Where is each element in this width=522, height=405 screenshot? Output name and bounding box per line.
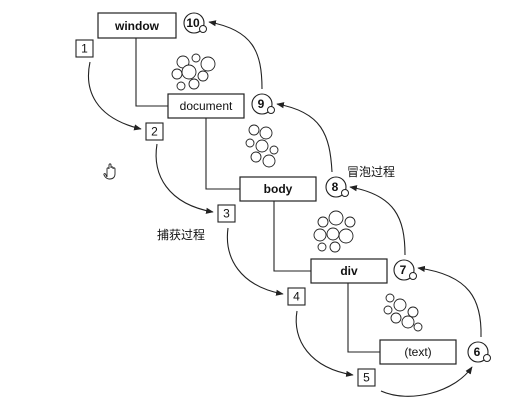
bubble-step-8: 8 xyxy=(325,176,349,198)
svg-text:9: 9 xyxy=(258,97,265,111)
bubble-cluster-3 xyxy=(313,210,356,253)
bubble-cluster-2 xyxy=(245,124,279,168)
dom-node-div: div xyxy=(310,258,388,284)
svg-text:4: 4 xyxy=(293,290,300,304)
capture-flow-arrows xyxy=(87,61,473,397)
capture-step-3: 3 xyxy=(217,204,236,223)
bubble-step-6: 6 xyxy=(467,341,491,363)
svg-text:2: 2 xyxy=(151,125,158,139)
bubble-cluster-4 xyxy=(383,293,423,332)
capture-step-2: 2 xyxy=(145,122,164,141)
bubble-step-9: 9 xyxy=(251,93,275,115)
capture-step-4: 4 xyxy=(287,287,306,306)
svg-text:5: 5 xyxy=(363,371,370,385)
hand-cursor-icon xyxy=(103,163,116,180)
dom-node-window: window xyxy=(97,12,177,39)
svg-text:1: 1 xyxy=(81,42,88,56)
svg-text:body: body xyxy=(264,182,293,196)
svg-text:window: window xyxy=(114,19,160,33)
svg-text:8: 8 xyxy=(332,180,339,194)
bubble-step-10: 10 xyxy=(183,12,207,34)
svg-text:7: 7 xyxy=(400,263,407,277)
dom-node-text: (text) xyxy=(379,339,457,365)
dom-node-body: body xyxy=(239,176,317,202)
dom-tree-connectors xyxy=(135,38,380,353)
bubble-cluster-1 xyxy=(171,53,216,91)
bubble-step-7: 7 xyxy=(393,259,417,281)
capture-step-1: 1 xyxy=(75,39,94,58)
dom-node-document: document xyxy=(167,93,245,119)
svg-text:3: 3 xyxy=(223,207,230,221)
svg-text:10: 10 xyxy=(186,16,200,30)
bubble-flow-arrows xyxy=(208,20,482,338)
svg-text:(text): (text) xyxy=(404,345,431,359)
capture-phase-label: 捕获过程 xyxy=(157,227,205,242)
svg-text:document: document xyxy=(180,99,233,113)
capture-step-5: 5 xyxy=(357,368,376,387)
svg-text:6: 6 xyxy=(474,345,481,359)
svg-text:div: div xyxy=(340,264,358,278)
bubble-phase-label: 冒泡过程 xyxy=(347,164,395,179)
